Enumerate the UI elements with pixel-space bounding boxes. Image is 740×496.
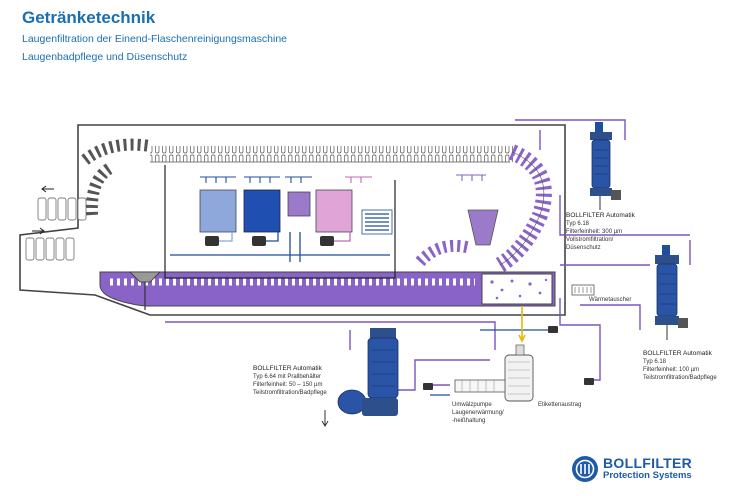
- circulation-pump: [454, 344, 534, 402]
- page-subtitle-1: Laugenfiltration der Einend-Flaschenrein…: [22, 33, 287, 45]
- spray-headers: [200, 174, 486, 183]
- label-pump: Umwälzpumpe Laugenerwärmung/ -heißhaltun…: [452, 402, 504, 424]
- filter-left-type: Typ 6.64 mit Prallbehälter: [253, 374, 321, 380]
- filter-right-fineness: Filterfeinheit: 100 µm: [643, 367, 699, 373]
- dark-return-pipe: [430, 329, 550, 396]
- bottle-infeed: [25, 197, 87, 261]
- inner-piping: [170, 232, 390, 262]
- filter-top-purpose-1: Vollstromfiltration/: [566, 237, 614, 243]
- inner-pumps: [205, 236, 334, 246]
- heat-exchanger-plates: [361, 209, 393, 235]
- bottle-carrier-chain-top: [81, 138, 515, 216]
- filter-left-purpose: Teilstromfiltration/Badpflege: [253, 390, 327, 396]
- label-chute: [129, 271, 161, 310]
- lye-bath: [99, 271, 556, 307]
- bollfilter-left: [321, 328, 399, 427]
- filter-top-fineness: Filterfeinheit: 300 µm: [566, 229, 622, 235]
- page-title: Getränketechnik: [22, 8, 156, 27]
- filter-right-type: Typ 6.18: [643, 359, 667, 365]
- bollfilter-right: [655, 245, 688, 340]
- label-filter-top: BOLLFILTER Automatik Typ 6.18 Filterfein…: [566, 212, 636, 251]
- filter-left-fineness: Filterfeinheit: 50 – 150 µm: [253, 382, 323, 388]
- logo-name: BOLLFILTER: [603, 455, 693, 471]
- bollfilter-top: [590, 122, 621, 210]
- filter-top-purpose-2: Düsenschutz: [566, 245, 601, 251]
- bottle-carrier-chain-right: [495, 144, 552, 272]
- spray-funnel: [415, 209, 499, 267]
- pump-label-2: Laugenerwärmung/: [452, 410, 504, 416]
- heat-exchanger-label: Wärmetauscher: [589, 297, 631, 303]
- tank-light-blue: [199, 189, 237, 233]
- tank-dark-blue: [243, 189, 281, 233]
- valves: [423, 326, 594, 390]
- label-filter-left: BOLLFILTER Automatik Typ 6.64 mit Prallb…: [253, 365, 327, 396]
- label-filter-right: BOLLFILTER Automatik Typ 6.18 Filterfein…: [643, 350, 717, 381]
- filter-left-name: BOLLFILTER Automatik: [253, 365, 323, 372]
- page-subtitle-2: Laugenbadpflege und Düsenschutz: [22, 51, 188, 63]
- pump-label-3: -heißhaltung: [452, 418, 485, 424]
- filter-right-name: BOLLFILTER Automatik: [643, 350, 713, 357]
- tank-pink: [315, 189, 353, 233]
- flow-arrows: [32, 185, 54, 235]
- filter-right-purpose: Teilstromfiltration/Badpflege: [643, 375, 717, 381]
- logo-badge-icon: [572, 456, 598, 482]
- bollfilter-logo: BOLLFILTER Protection Systems: [572, 455, 722, 484]
- machine-housing: [19, 124, 566, 316]
- filter-top-type: Typ 6.18: [566, 221, 590, 227]
- tank-violet: [287, 191, 311, 217]
- logo-tagline: Protection Systems: [603, 470, 692, 481]
- external-lye-piping: [165, 119, 691, 391]
- label-removal-line: [518, 306, 526, 343]
- label-removal-text: Etikettenaustrag: [538, 402, 581, 408]
- inner-process-area: [164, 165, 396, 279]
- filter-top-name: BOLLFILTER Automatik: [566, 212, 636, 219]
- pump-label-1: Umwälzpumpe: [452, 402, 492, 408]
- heat-exchanger: [571, 284, 595, 296]
